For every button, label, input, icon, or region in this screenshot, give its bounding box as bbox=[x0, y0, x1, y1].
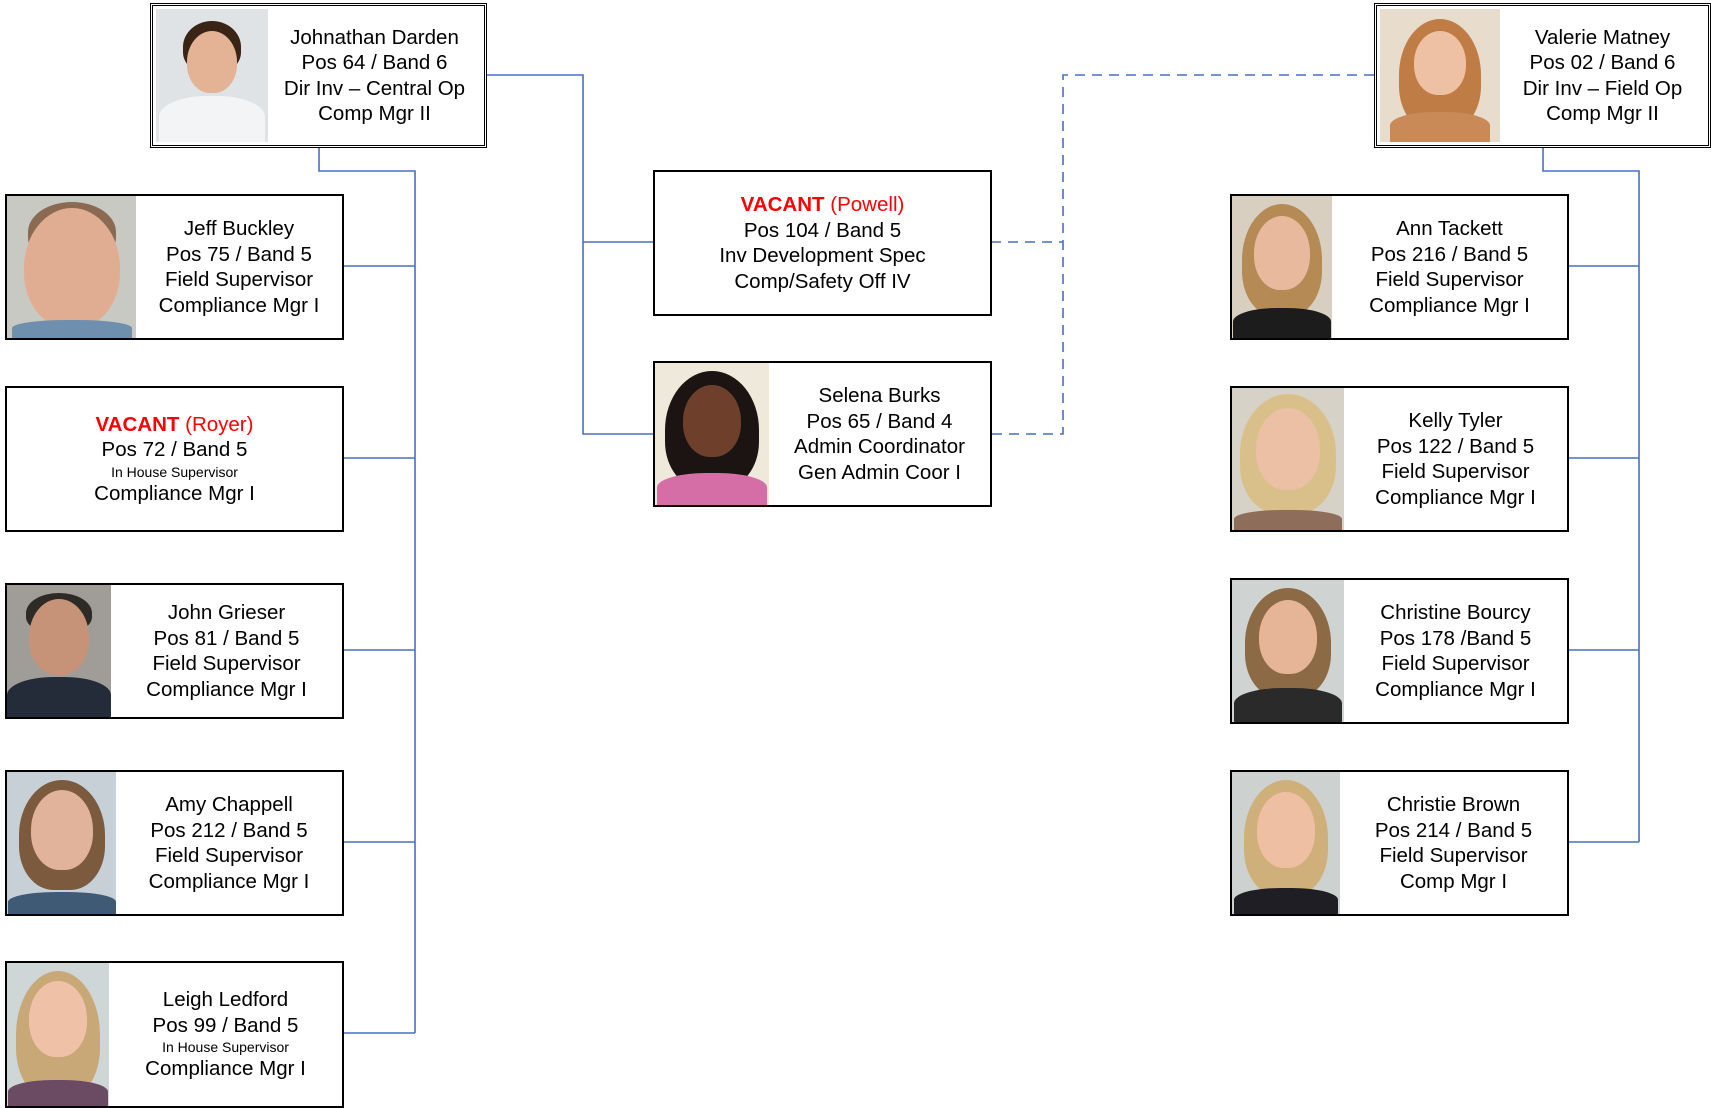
node-kelly-tyler: Kelly Tyler Pos 122 / Band 5 Field Super… bbox=[1230, 386, 1569, 532]
node-vacant-powell: VACANT (Powell) Pos 104 / Band 5 Inv Dev… bbox=[653, 170, 992, 316]
node-christine-bourcy: Christine Bourcy Pos 178 /Band 5 Field S… bbox=[1230, 578, 1569, 724]
node-position: Pos 02 / Band 6 bbox=[1529, 51, 1676, 74]
node-grade: Comp/Safety Off IV bbox=[734, 269, 911, 293]
node-vacancy-label: VACANT (Powell) bbox=[741, 192, 905, 218]
node-ann-tackett: Ann Tackett Pos 216 / Band 5 Field Super… bbox=[1230, 194, 1569, 340]
node-position: Pos 99 / Band 5 bbox=[152, 1013, 299, 1037]
node-selena-burks: Selena Burks Pos 65 / Band 4 Admin Coord… bbox=[653, 361, 992, 507]
node-title: Inv Development Spec bbox=[719, 244, 926, 267]
node-grade: Compliance Mgr I bbox=[146, 677, 307, 701]
node-vacancy-label: VACANT (Royer) bbox=[96, 412, 254, 438]
vacant-note: (Royer) bbox=[185, 412, 254, 436]
vacant-note: (Powell) bbox=[830, 193, 905, 216]
node-name: Amy Chappell bbox=[165, 793, 293, 816]
portrait-photo-man-suit bbox=[156, 9, 268, 142]
portrait-photo-woman bbox=[7, 772, 116, 914]
node-title: Field Supervisor bbox=[154, 844, 304, 867]
node-grade: Compliance Mgr I bbox=[94, 481, 255, 505]
node-position: Pos 75 / Band 5 bbox=[166, 242, 312, 266]
node-name: Christine Bourcy bbox=[1380, 601, 1531, 624]
portrait-photo-man bbox=[7, 585, 111, 717]
node-title: Field Supervisor bbox=[1381, 460, 1530, 483]
node-position: Pos 212 / Band 5 bbox=[150, 818, 308, 842]
connector-matney-center-dashed bbox=[991, 74, 1374, 435]
node-position: Pos 65 / Band 4 bbox=[806, 409, 953, 433]
node-amy-chappell: Amy Chappell Pos 212 / Band 5 Field Supe… bbox=[5, 770, 344, 916]
portrait-photo-woman-red-hair bbox=[1380, 9, 1500, 142]
portrait-photo-woman bbox=[1232, 580, 1344, 722]
node-title: Dir Inv – Central Op bbox=[283, 76, 466, 100]
node-title: In House Supervisor bbox=[162, 1039, 289, 1056]
portrait-photo-woman bbox=[1232, 196, 1332, 338]
node-position: Pos 81 / Band 5 bbox=[153, 626, 300, 650]
connector-darden-center bbox=[486, 74, 653, 435]
node-grade: Compliance Mgr I bbox=[145, 1057, 306, 1081]
node-grade: Gen Admin Coor I bbox=[798, 460, 961, 484]
connector-darden-left-column bbox=[318, 147, 416, 1033]
node-position: Pos 178 /Band 5 bbox=[1379, 626, 1532, 650]
node-name: Jeff Buckley bbox=[183, 217, 295, 240]
node-grade: Compliance Mgr I bbox=[158, 293, 320, 317]
node-title: Field Supervisor bbox=[1381, 652, 1530, 675]
connector-matney-right-column bbox=[1542, 147, 1640, 842]
node-grade: Compliance Mgr I bbox=[148, 869, 310, 893]
node-valerie-matney: Valerie Matney Pos 02 / Band 6 Dir Inv –… bbox=[1374, 3, 1711, 148]
node-vacant-royer: VACANT (Royer) Pos 72 / Band 5 In House … bbox=[5, 386, 344, 532]
node-name: Leigh Ledford bbox=[162, 988, 289, 1012]
vacant-tag: VACANT bbox=[740, 193, 825, 216]
node-name: Valerie Matney bbox=[1534, 25, 1671, 49]
node-position: Pos 122 / Band 5 bbox=[1376, 434, 1535, 458]
node-grade: Comp Mgr II bbox=[318, 102, 431, 125]
node-leigh-ledford: Leigh Ledford Pos 99 / Band 5 In House S… bbox=[5, 961, 344, 1108]
node-title: Field Supervisor bbox=[164, 268, 314, 291]
node-name: Johnathan Darden bbox=[290, 25, 459, 49]
node-grade: Compliance Mgr I bbox=[1375, 485, 1536, 509]
node-christie-brown: Christie Brown Pos 214 / Band 5 Field Su… bbox=[1230, 770, 1569, 916]
node-johnathan-darden: Johnathan Darden Pos 64 / Band 6 Dir Inv… bbox=[150, 3, 487, 148]
vacant-tag: VACANT bbox=[95, 412, 180, 436]
node-grade: Comp Mgr I bbox=[1399, 869, 1508, 893]
node-name: Kelly Tyler bbox=[1408, 409, 1503, 432]
node-john-grieser: John Grieser Pos 81 / Band 5 Field Super… bbox=[5, 583, 344, 719]
node-name: John Grieser bbox=[167, 601, 286, 624]
portrait-photo-woman bbox=[7, 963, 109, 1106]
node-grade: Compliance Mgr I bbox=[1375, 677, 1536, 701]
portrait-photo-man bbox=[7, 196, 136, 338]
node-position: Pos 216 / Band 5 bbox=[1370, 242, 1529, 266]
portrait-photo-woman bbox=[655, 363, 769, 505]
node-title: Admin Coordinator bbox=[794, 435, 965, 458]
node-position: Pos 72 / Band 5 bbox=[101, 438, 248, 462]
node-title: Field Supervisor bbox=[1375, 268, 1524, 291]
node-title: Field Supervisor bbox=[152, 652, 301, 675]
node-title: Dir Inv – Field Op bbox=[1522, 76, 1683, 100]
node-name: Selena Burks bbox=[818, 384, 941, 407]
node-title: Field Supervisor bbox=[1379, 844, 1528, 867]
node-position: Pos 214 / Band 5 bbox=[1374, 818, 1533, 842]
node-grade: Compliance Mgr I bbox=[1369, 293, 1530, 317]
node-title: In House Supervisor bbox=[111, 463, 238, 480]
node-name: Ann Tackett bbox=[1396, 217, 1503, 240]
node-position: Pos 104 / Band 5 bbox=[743, 218, 902, 242]
node-jeff-buckley: Jeff Buckley Pos 75 / Band 5 Field Super… bbox=[5, 194, 344, 340]
node-grade: Comp Mgr II bbox=[1546, 102, 1659, 125]
node-position: Pos 64 / Band 6 bbox=[301, 51, 448, 74]
portrait-photo-woman bbox=[1232, 772, 1340, 914]
portrait-photo-woman bbox=[1232, 388, 1344, 530]
node-name: Christie Brown bbox=[1386, 793, 1521, 816]
